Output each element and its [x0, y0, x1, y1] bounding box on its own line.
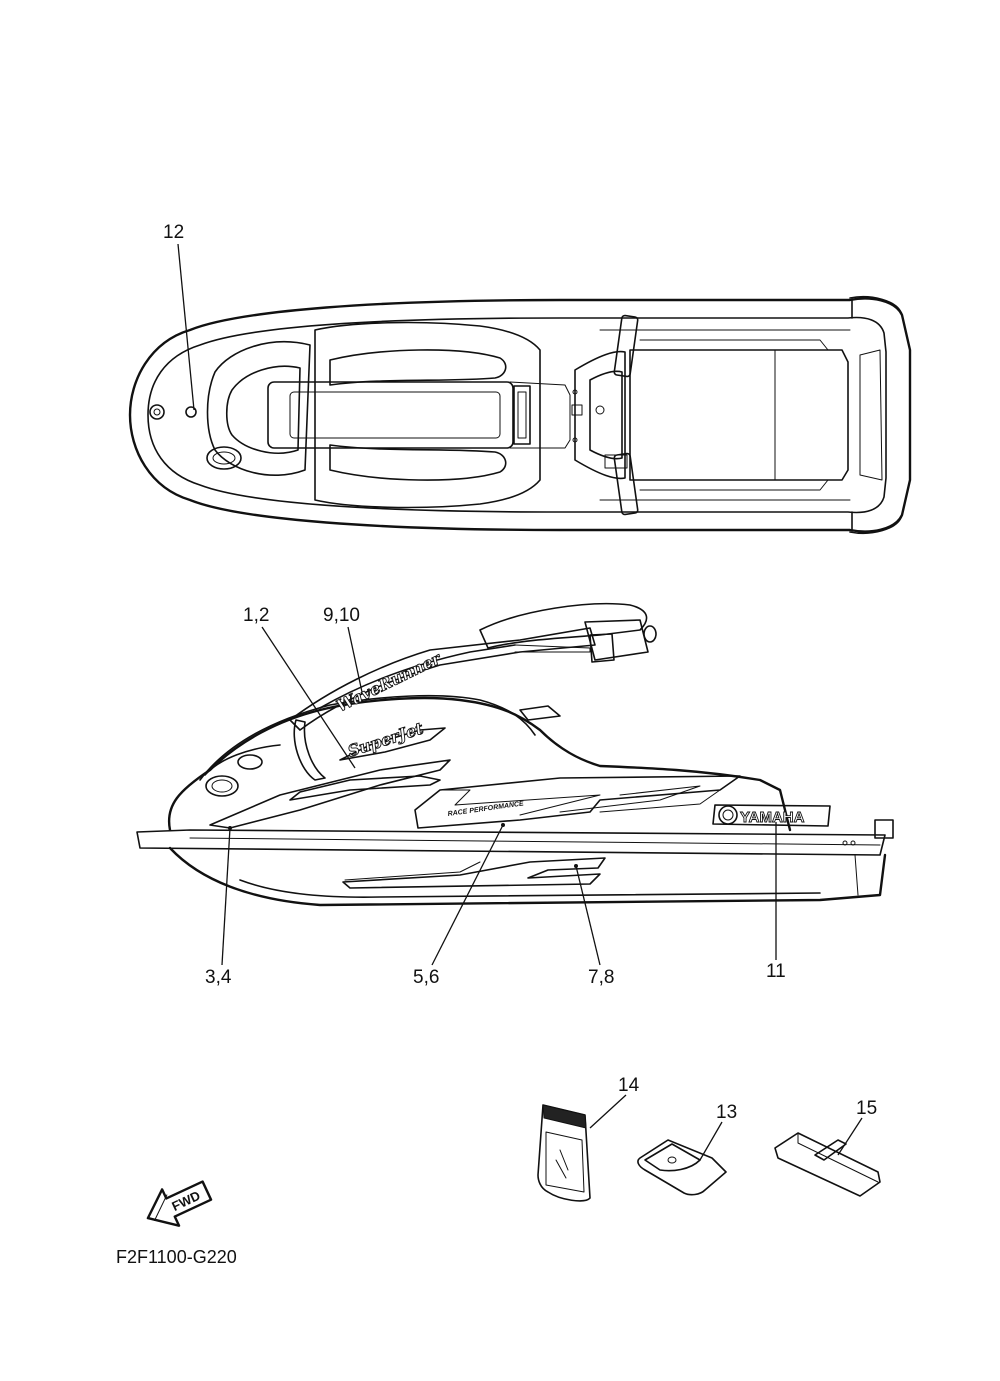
callout-9-10: 9,10: [323, 605, 360, 626]
callout-12: 12: [163, 222, 184, 243]
part-14-pouch: [537, 1104, 591, 1202]
callout-1-2: 1,2: [243, 605, 269, 626]
part-13-case: [637, 1139, 727, 1196]
watercraft-top-view: [128, 296, 912, 534]
callout-15: 15: [856, 1098, 877, 1119]
accessory-parts: FWD: [146, 1104, 881, 1227]
diagram-code: F2F1100-G220: [116, 1247, 237, 1267]
callout-7-8: 7,8: [588, 967, 614, 988]
callout-labels: 12 1,2 9,10 3,4 5,6 7,8 11 14 13 15 F2F1…: [116, 222, 877, 1267]
yamaha-logo-graphic: YAMAHA: [740, 809, 805, 826]
callout-11: 11: [766, 961, 786, 982]
leader-lines: [177, 243, 863, 1161]
callout-14: 14: [618, 1075, 640, 1096]
callout-13: 13: [716, 1102, 737, 1123]
callout-5-6: 5,6: [413, 967, 439, 988]
callout-3-4: 3,4: [205, 967, 232, 988]
watercraft-side-view: SuperJet RACE PERFORMANCE YAMAHA WaveRun…: [136, 602, 894, 907]
forward-arrow-icon: FWD: [146, 1180, 213, 1227]
superjet-graphic: SuperJet: [345, 718, 426, 760]
fwd-label: FWD: [169, 1188, 202, 1214]
part-15-strap: [774, 1132, 881, 1197]
